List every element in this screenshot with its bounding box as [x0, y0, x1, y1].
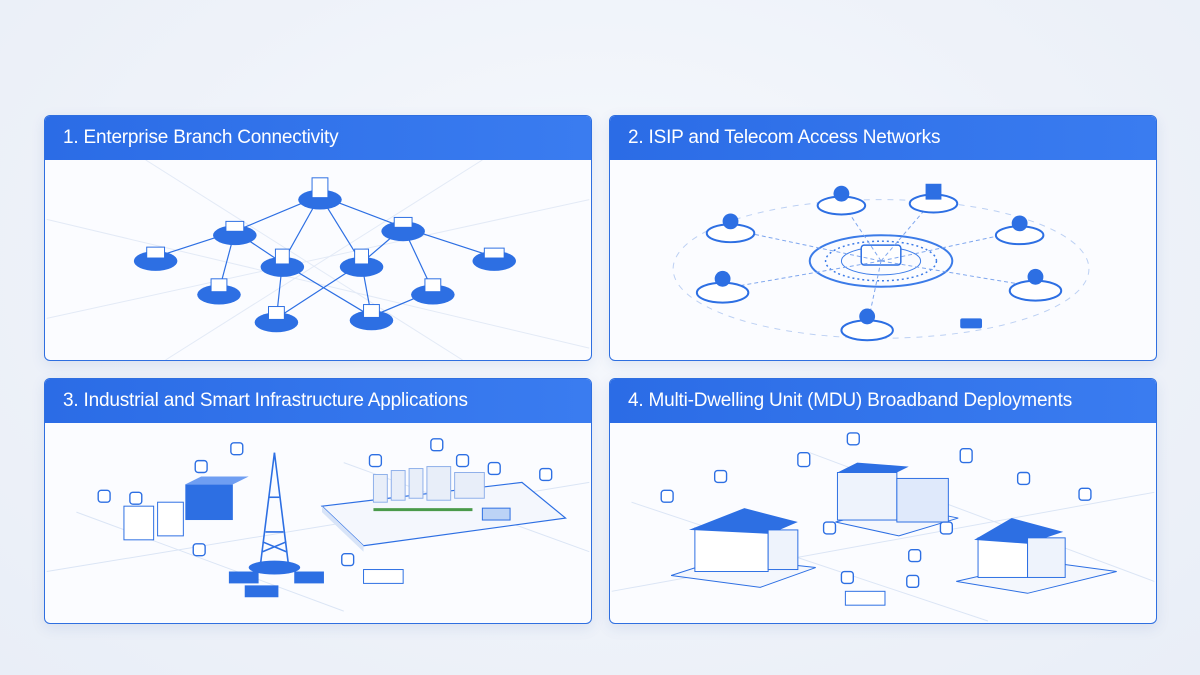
- server-cabinets: [123, 476, 511, 598]
- building-icon: [611, 432, 1155, 622]
- house-left-icon: [670, 508, 816, 588]
- transmission-tower-icon: [259, 452, 290, 564]
- house-right-icon: [956, 518, 1117, 594]
- branch-network-diagram: [45, 160, 591, 360]
- panel-title: 3. Industrial and Smart Infrastructure A…: [45, 379, 591, 423]
- panel-telecom-access: 2. ISIP and Telecom Access Networks: [609, 115, 1157, 361]
- panel-title: 1. Enterprise Branch Connectivity: [45, 116, 591, 160]
- branch-network-icon: [46, 160, 590, 360]
- industrial-site-icon: [46, 438, 590, 612]
- panel-industrial-infrastructure: 3. Industrial and Smart Infrastructure A…: [44, 378, 592, 624]
- industrial-diagram: [45, 423, 591, 623]
- apartment-building-icon: [835, 462, 959, 537]
- panel-enterprise-branch: 1. Enterprise Branch Connectivity: [44, 115, 592, 361]
- network-nodes: [133, 177, 517, 333]
- panel-mdu-broadband: 4. Multi-Dwelling Unit (MDU) Broadband D…: [609, 378, 1157, 624]
- telecom-network-diagram: [610, 160, 1156, 360]
- panel-title: 2. ISIP and Telecom Access Networks: [610, 116, 1156, 160]
- panel-title: 4. Multi-Dwelling Unit (MDU) Broadband D…: [610, 379, 1156, 423]
- telecom-hub-icon: [672, 183, 1090, 342]
- sensor-markers: [97, 438, 553, 567]
- location-markers: [660, 432, 1092, 589]
- access-nodes: [695, 183, 1063, 342]
- mdu-diagram: [610, 423, 1156, 623]
